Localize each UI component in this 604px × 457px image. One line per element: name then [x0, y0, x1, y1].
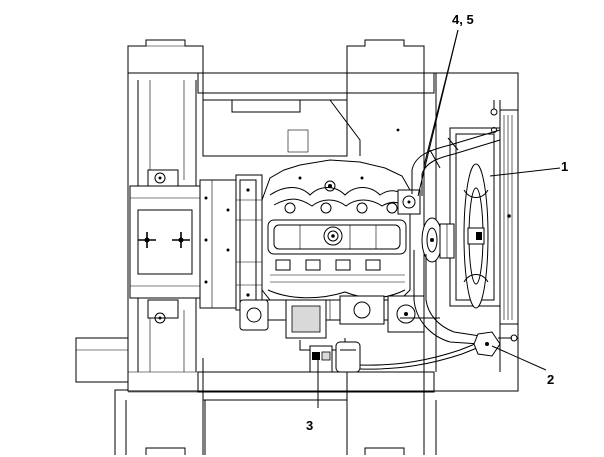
callout-3: 3: [306, 418, 313, 433]
fuel-filter: [309, 341, 361, 373]
cooling-fan: [463, 163, 489, 309]
callout-4-5: 4, 5: [452, 12, 474, 27]
fan-pulley: [421, 217, 455, 263]
left-mount-assembly: [129, 169, 237, 324]
upper-radiator-hose: [411, 129, 501, 196]
mount-bolts: [138, 232, 190, 248]
callout-1: 1: [561, 159, 568, 174]
injector-row: [270, 259, 405, 283]
lower-engine-components: [239, 295, 483, 373]
leader-2: [491, 345, 547, 371]
leader-1: [489, 167, 561, 177]
drain-valve: [473, 331, 518, 357]
callout-labels: 4, 5 1 2 3: [306, 12, 568, 433]
callout-leaders: [317, 29, 561, 408]
callout-2: 2: [547, 372, 554, 387]
radiator-assembly: [396, 100, 519, 357]
bell-housing: [235, 174, 263, 311]
lower-radiator-hose: [400, 250, 481, 345]
leader-4-5b: [423, 29, 459, 167]
